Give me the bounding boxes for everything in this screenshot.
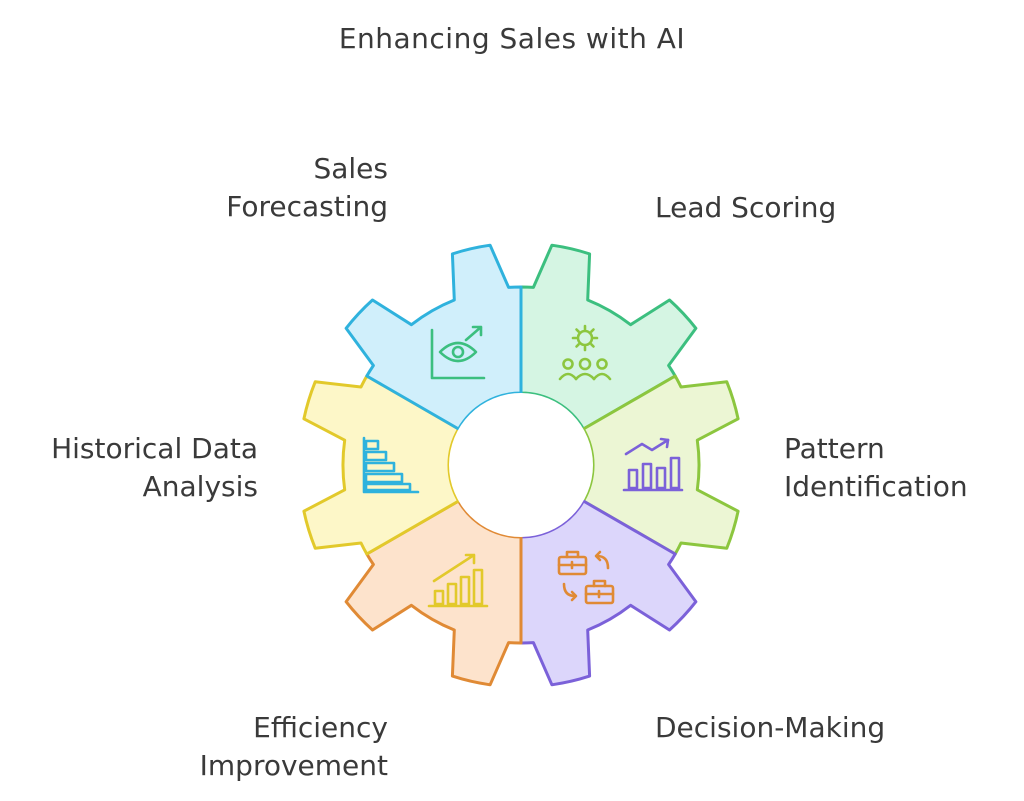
growth-bars-icon [427, 553, 489, 608]
label-historical-data-analysis: Historical Data Analysis [0, 430, 258, 506]
label-lead-scoring: Lead Scoring [655, 189, 836, 227]
label-line: Efficiency [253, 711, 388, 744]
label-line: Analysis [142, 470, 258, 503]
diagram-title: Enhancing Sales with AI [338, 22, 686, 55]
horizontal-bars-icon [362, 436, 420, 494]
label-pattern-identification: Pattern Identification [784, 430, 968, 506]
trend-bars-icon [622, 437, 684, 492]
gear-hub [449, 393, 593, 537]
label-line: Pattern [784, 432, 885, 465]
label-line: Identification [784, 470, 968, 503]
label-line: Lead Scoring [655, 191, 837, 224]
briefcase-swap-icon [557, 550, 615, 605]
eye-chart-icon [430, 325, 486, 380]
label-line: Historical Data [51, 432, 258, 465]
label-decision-making: Decision-Making [655, 709, 885, 747]
label-sales-forecasting: Sales Forecasting [100, 150, 388, 226]
gear-people-icon [558, 324, 612, 381]
label-efficiency-improvement: Efficiency Improvement [100, 709, 388, 785]
label-line: Forecasting [226, 190, 388, 223]
label-line: Decision-Making [655, 711, 886, 744]
label-line: Sales [313, 152, 388, 185]
label-line: Improvement [199, 749, 388, 782]
